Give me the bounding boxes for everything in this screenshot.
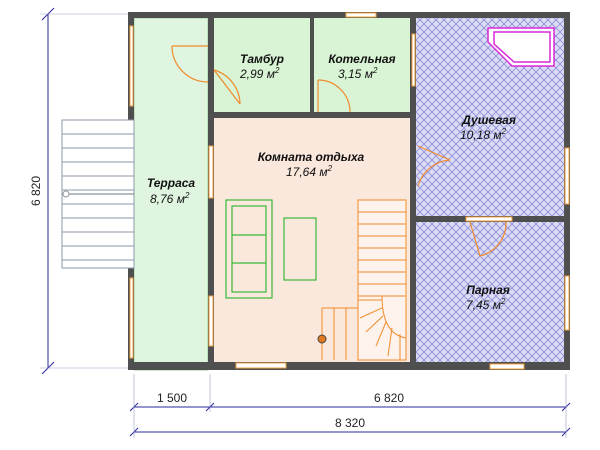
vestibule-area: 2,99 м2: [239, 66, 280, 81]
width-dimensions: [129, 374, 571, 438]
windows: [129, 12, 570, 370]
terrace-name: Терраса: [147, 176, 196, 190]
total-width-label: 8 320: [335, 416, 365, 430]
steam-room-name: Парная: [466, 283, 510, 297]
boiler-area: 3,15 м2: [338, 66, 378, 81]
doors: [171, 45, 507, 257]
interior-staircase: [321, 199, 407, 361]
shower-name: Душевая: [461, 113, 516, 127]
vestibule-name: Тамбур: [240, 52, 284, 66]
terrace-floor: [133, 17, 209, 371]
terrace-area: 8,76 м2: [150, 191, 190, 206]
coffee-table: [283, 217, 317, 281]
sofa: [225, 199, 273, 299]
boiler-name: Котельная: [328, 52, 395, 66]
height-dimension: [40, 7, 128, 375]
entrance-steps: [61, 119, 135, 269]
house-width-label: 6 820: [374, 391, 404, 405]
boiler-floor: [314, 18, 410, 112]
terrace-width-label: 1 500: [157, 391, 187, 405]
shower-tub: [487, 27, 555, 67]
shower-area: 10,18 м2: [460, 127, 507, 142]
stair-start-marker: [317, 334, 327, 344]
vestibule-floor: [214, 18, 310, 112]
rest-room-area: 17,64 м2: [286, 164, 333, 179]
steam-room-area: 7,45 м2: [466, 297, 506, 312]
steam-room-floor: [416, 222, 564, 362]
height-dimension-label: 6 820: [29, 176, 43, 206]
rest-room-name: Комната отдыха: [258, 150, 365, 164]
